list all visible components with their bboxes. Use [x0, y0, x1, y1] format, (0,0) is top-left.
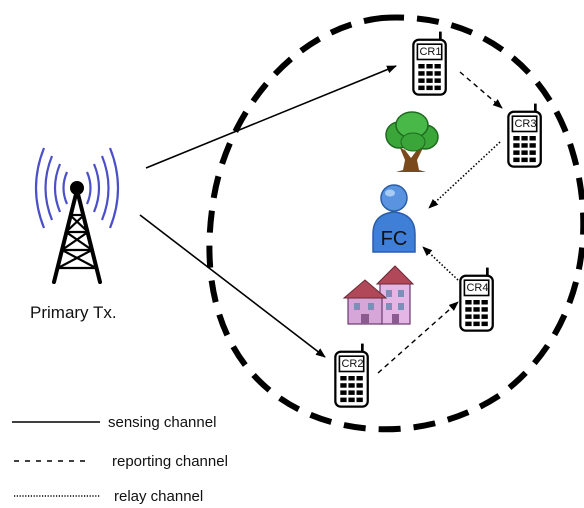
relay-link-cr4-fc	[422, 246, 459, 281]
cognitive-radio-cr1: CR1	[412, 30, 447, 96]
cognitive-radio-cr2: CR2	[334, 342, 369, 408]
legend: sensing channel reporting channel relay …	[12, 414, 228, 505]
cr2-label: CR2	[341, 358, 363, 370]
fusion-center-label: FC	[381, 228, 408, 250]
mobile-phone-icon	[412, 30, 447, 96]
cr1-label: CR1	[419, 46, 441, 58]
relay-link-cr3-fc	[428, 141, 501, 209]
cr4-label: CR4	[466, 282, 488, 294]
mobile-phone-icon	[459, 266, 494, 332]
fusion-center-person-icon	[372, 184, 416, 253]
sensing-link-cr2	[139, 214, 326, 358]
reporting-link-cr1-cr3	[459, 71, 503, 109]
cognitive-radio-cr4: CR4	[459, 266, 494, 332]
legend-sensing-label: sensing channel	[108, 414, 216, 431]
cognitive-radio-cr3: CR3	[507, 102, 542, 168]
coverage-area-circle	[206, 14, 584, 433]
legend-reporting-label: reporting channel	[112, 453, 228, 470]
tree-icon	[385, 111, 439, 172]
legend-relay-label: relay channel	[114, 488, 203, 505]
cr3-label: CR3	[514, 118, 536, 130]
antenna-tower-icon	[34, 147, 120, 284]
mobile-phone-icon	[507, 102, 542, 168]
mobile-phone-icon	[334, 342, 369, 408]
sensing-link-cr1	[145, 65, 397, 169]
primary-transmitter-label: Primary Tx.	[30, 303, 117, 322]
buildings-icon	[342, 265, 415, 325]
